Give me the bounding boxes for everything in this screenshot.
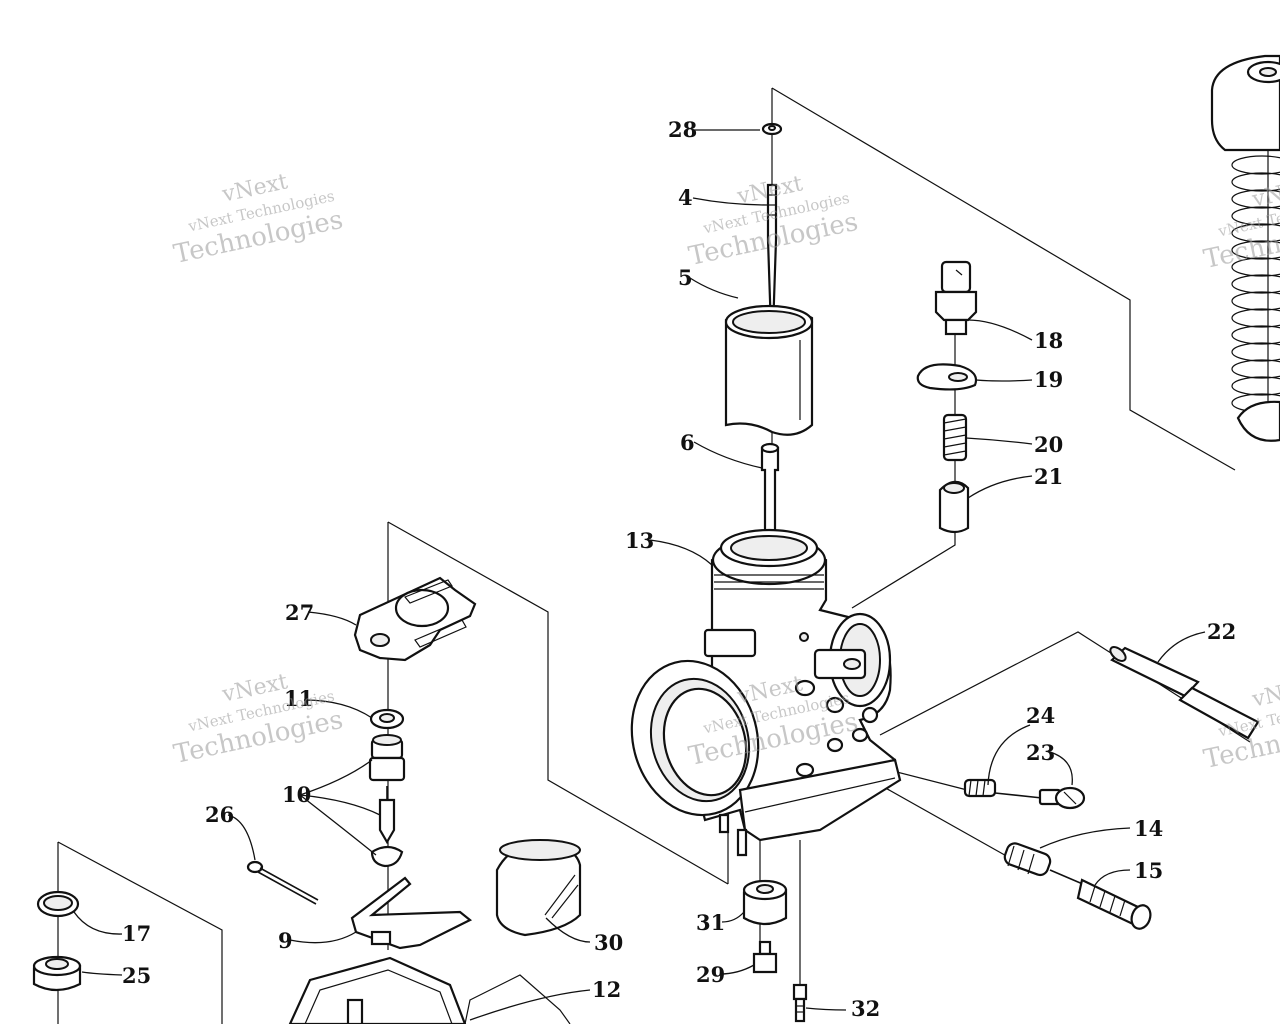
part-28-clip [761,122,783,136]
spring-coil [1231,189,1280,209]
callout-11: 11 [284,686,313,711]
part-32-pilot-jet [792,983,808,1023]
callout-20: 20 [1034,432,1063,457]
watermark-line1: vNext [1249,174,1280,212]
callout-9: 9 [278,928,293,953]
callout-12: 12 [592,977,621,1002]
leader-lines [73,129,1206,1021]
part-30-float [495,839,582,937]
callout-21: 21 [1034,464,1063,489]
part-18-plug [934,260,978,336]
callout-22: 22 [1207,619,1236,644]
part-10-needle-valve [368,734,406,868]
callout-24: 24 [1026,703,1055,728]
part-9-float-arm [350,876,473,950]
watermark-4: vNext vNext Technologies Technologies [171,669,346,770]
callout-4: 4 [678,185,693,210]
part-15-adjuster-screw [1049,869,1152,930]
callout-13: 13 [625,528,654,553]
callout-14: 14 [1134,816,1163,841]
callout-26: 26 [205,802,234,827]
part-12-float-bowl [288,956,571,1024]
callout-23: 23 [1026,740,1055,765]
part-23-idle-screw [994,786,1086,810]
part-27-gasket [353,576,477,662]
callout-28: 28 [668,117,697,142]
part-25-drain-plug [32,955,82,992]
part-13-carburetor-body [630,528,902,857]
callout-31: 31 [696,910,725,935]
watermark-6: vNext vNext Technologies Technologies [1201,674,1280,775]
callout-5: 5 [678,265,693,290]
spring-cap-assembly [1210,54,1280,442]
spring-coil [1231,359,1280,379]
callout-6: 6 [680,430,695,455]
callout-18: 18 [1034,328,1063,353]
part-19-washer [916,363,978,391]
guide-lines [57,87,1269,1024]
spring-coil [1231,274,1280,294]
callout-10: 10 [282,782,311,807]
spring-coil [1231,342,1280,362]
watermark-1: vNext vNext Technologies Technologies [171,169,346,270]
part-29-main-jet [752,940,778,974]
callout-labels: 28 4 5 6 13 18 19 20 21 22 24 23 14 15 2… [122,117,1236,1021]
spring-coil [1231,240,1280,260]
callout-15: 15 [1134,858,1163,883]
spring-coil [1231,206,1280,226]
part-31-holder [742,879,788,926]
spring-coil [1231,223,1280,243]
part-20-spring [942,413,968,462]
part-14-spring [1003,842,1052,877]
part-5-throttle-valve [724,304,814,436]
spring-coil [1231,155,1280,175]
callout-30: 30 [594,930,623,955]
watermark-2: vNext vNext Technologies Technologies [686,171,861,272]
part-22-hose [1109,646,1260,740]
watermark-line1: vNext [1249,674,1280,712]
callout-19: 19 [1034,367,1063,392]
callout-32: 32 [851,996,880,1021]
part-11-washer [369,708,405,730]
callout-29: 29 [696,962,725,987]
part-24-spring [963,778,997,798]
watermark-3: vNext vNext Technologies Technologies [1201,174,1280,275]
spring-coil [1231,257,1280,277]
callout-17: 17 [122,921,151,946]
spring-coil [1231,376,1280,396]
part-26-pin [246,860,319,905]
callout-27: 27 [285,600,314,625]
spring-coil [1231,172,1280,192]
callout-25: 25 [122,963,151,988]
part-21-cap [938,480,970,534]
spring-coil [1231,325,1280,345]
part-17-o-ring [36,890,80,918]
spring-coil [1231,291,1280,311]
spring-coil [1231,308,1280,328]
part-6-needle-jet [760,442,780,557]
